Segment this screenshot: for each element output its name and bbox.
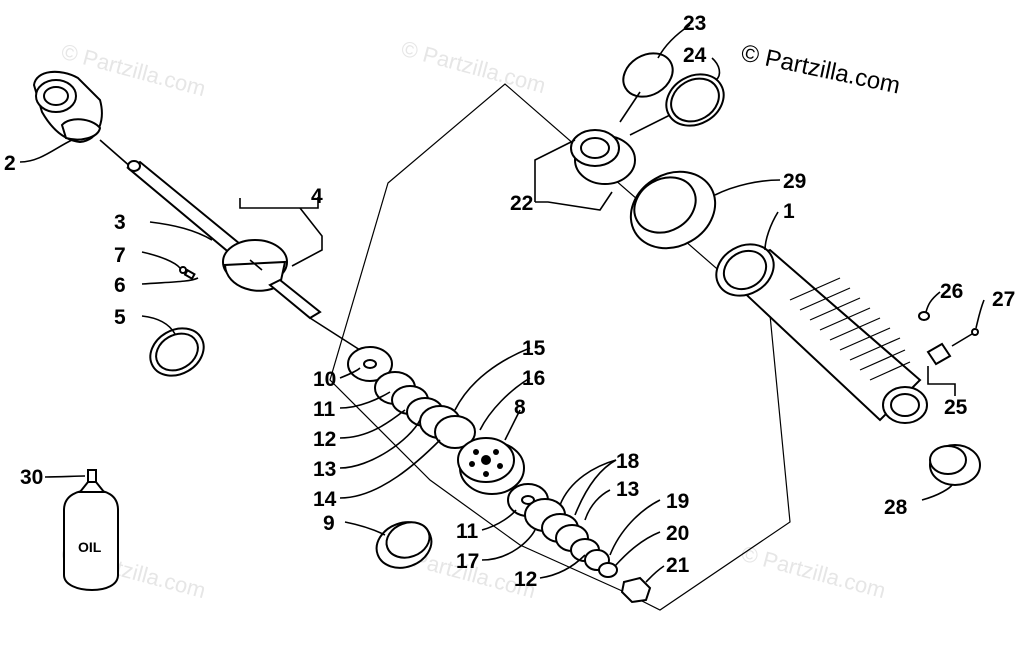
part-label-11: 11	[313, 398, 336, 421]
part-label-13: 13	[313, 458, 336, 481]
washer-stack-lower	[507, 483, 618, 578]
part-label-27: 27	[992, 288, 1015, 311]
part-label-4: 4	[311, 185, 323, 208]
part-label-24: 24	[683, 44, 707, 67]
part-label-22: 22	[510, 192, 533, 215]
part-label-12: 12	[313, 428, 336, 451]
part-label-1: 1	[783, 200, 795, 223]
part-label-20: 20	[666, 522, 689, 545]
part-label-23: 23	[683, 12, 706, 35]
small-spring	[183, 268, 196, 280]
shock-body	[715, 243, 928, 424]
lock-nut	[620, 576, 652, 604]
oil-label: OIL	[78, 539, 102, 555]
valve-assembly	[918, 311, 979, 366]
lower-bushing	[929, 444, 981, 486]
spring-retainer	[629, 170, 717, 250]
part-label-26: 26	[940, 280, 963, 303]
shaft-head	[222, 239, 361, 351]
small-ball	[179, 266, 187, 274]
part-label-10: 10	[313, 368, 336, 391]
part-label-6: 6	[114, 274, 126, 297]
part-label-15: 15	[522, 337, 546, 360]
watermark: © Partzilla.com	[399, 36, 549, 99]
seal-ring-23	[622, 52, 674, 98]
eye-mount	[32, 70, 103, 144]
piston	[457, 437, 525, 495]
part-label-19: 19	[666, 490, 689, 513]
part-label-11-lower: 11	[456, 520, 479, 543]
part-label-9: 9	[323, 512, 335, 535]
copyright-credit: © Partzilla.com	[739, 39, 903, 99]
washer-stack-upper	[347, 346, 476, 449]
part-label-13-lower: 13	[616, 478, 639, 501]
part-labels: 2 3 4 7 6 5 10 11 12 13 14 15 16 8 9 11 …	[4, 12, 1015, 591]
part-label-3: 3	[114, 211, 126, 234]
oil-bottle: OIL	[63, 469, 119, 592]
part-label-8: 8	[514, 396, 526, 419]
part-label-2: 2	[4, 152, 16, 175]
part-label-21: 21	[666, 554, 690, 577]
watermark: © Partzilla.com	[739, 541, 889, 604]
leader-lines	[19, 24, 985, 583]
o-ring-inner	[155, 332, 199, 372]
part-label-18: 18	[616, 450, 640, 473]
part-label-14: 14	[313, 488, 337, 511]
seal-ring-24-inner	[670, 77, 720, 123]
part-label-7: 7	[114, 244, 126, 267]
part-label-16: 16	[522, 367, 545, 390]
top-cap	[570, 129, 636, 185]
part-label-5: 5	[114, 306, 126, 329]
part-label-30: 30	[20, 466, 43, 489]
part-label-12-lower: 12	[514, 568, 537, 591]
watermarks: © Partzilla.com © Partzilla.com © Partzi…	[59, 36, 889, 604]
part-label-29: 29	[783, 170, 806, 193]
part-label-28: 28	[884, 496, 908, 519]
part-label-25: 25	[944, 396, 968, 419]
part-label-17: 17	[456, 550, 479, 573]
piston-ring	[375, 521, 433, 569]
